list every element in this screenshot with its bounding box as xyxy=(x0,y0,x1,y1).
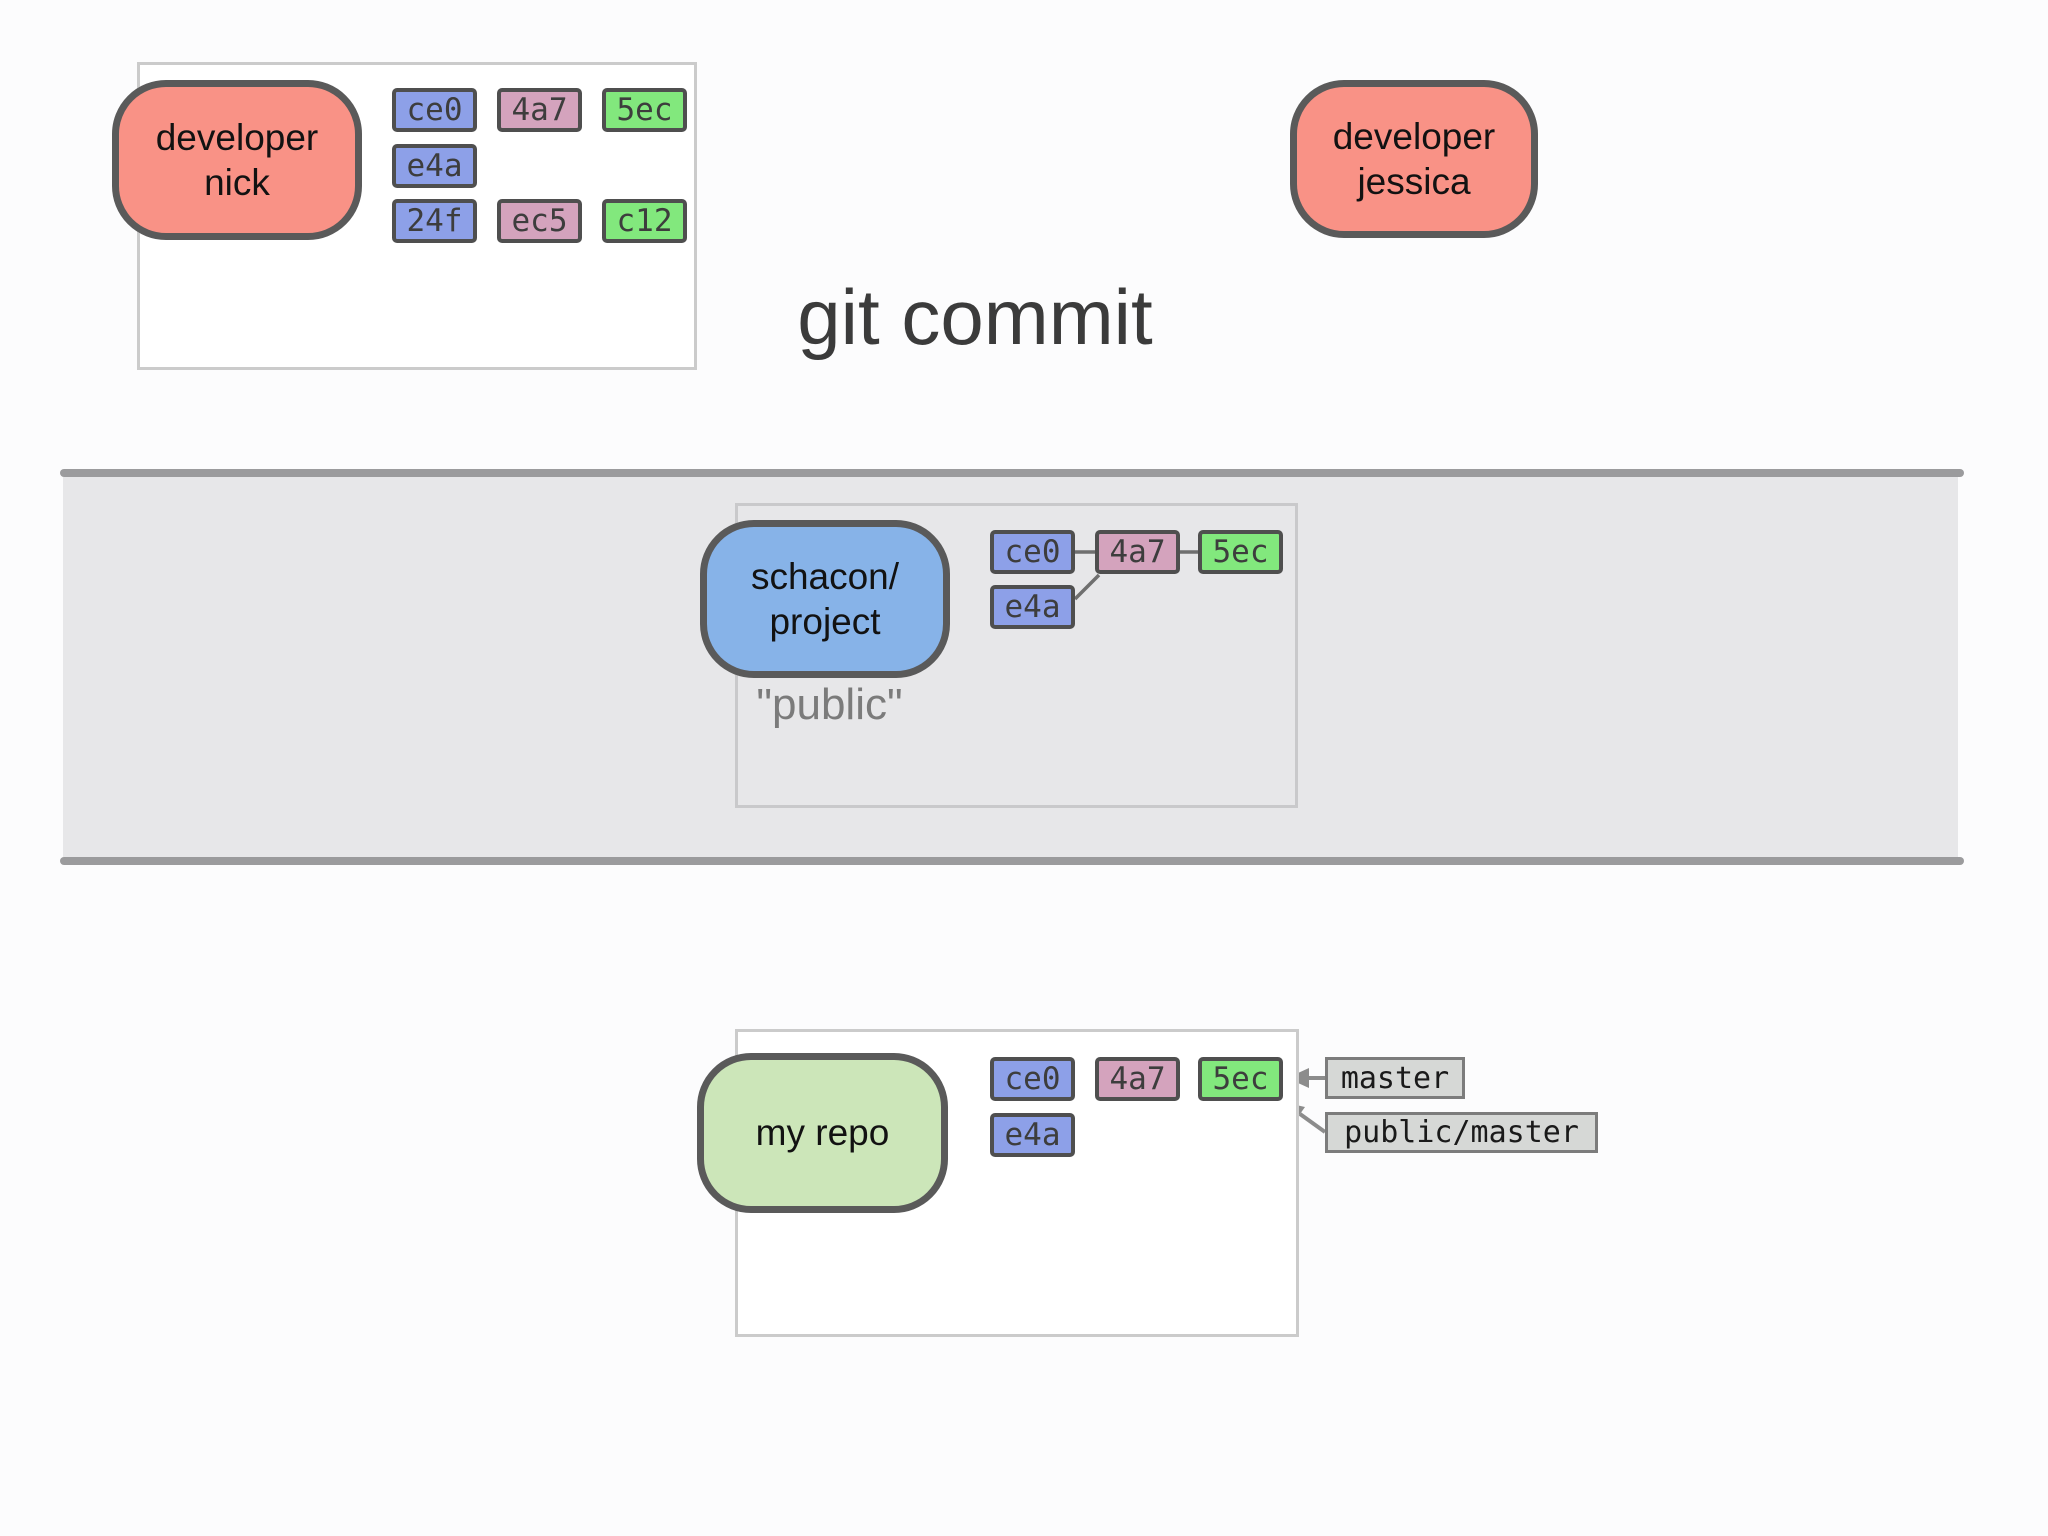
my-repo-label: my repo xyxy=(755,1112,890,1154)
public-caption: "public" xyxy=(756,680,903,729)
commit-public-4a7: 4a7 xyxy=(1095,530,1180,574)
commit-nick-4a7: 4a7 xyxy=(497,88,582,132)
ref-label-public-master: public/master xyxy=(1325,1112,1598,1153)
band-bottom-border xyxy=(60,857,1964,865)
band-top-border xyxy=(60,469,1964,477)
commit-public-e4a: e4a xyxy=(990,585,1075,629)
commit-nick-24f: 24f xyxy=(392,199,477,243)
developer-nick-label: developer nick xyxy=(155,116,319,203)
commit-local-e4a: e4a xyxy=(990,1113,1075,1157)
my-repo-pill: my repo xyxy=(697,1053,948,1213)
developer-jessica-pill: developer jessica xyxy=(1290,80,1538,238)
commit-nick-ce0: ce0 xyxy=(392,88,477,132)
commit-nick-5ec: 5ec xyxy=(602,88,687,132)
commit-nick-c12: c12 xyxy=(602,199,687,243)
commit-local-ce0: ce0 xyxy=(990,1057,1075,1101)
commit-local-4a7: 4a7 xyxy=(1095,1057,1180,1101)
commit-local-5ec: 5ec xyxy=(1198,1057,1283,1101)
schacon-project-label: schacon/ project xyxy=(750,555,900,642)
commit-nick-ec5: ec5 xyxy=(497,199,582,243)
developer-nick-pill: developer nick xyxy=(112,80,362,240)
commit-nick-e4a: e4a xyxy=(392,144,477,188)
commit-public-5ec: 5ec xyxy=(1198,530,1283,574)
commit-public-ce0: ce0 xyxy=(990,530,1075,574)
page-title: git commit xyxy=(797,273,1153,361)
schacon-project-pill: schacon/ project xyxy=(700,520,950,678)
ref-label-master: master xyxy=(1325,1057,1465,1099)
developer-jessica-label: developer jessica xyxy=(1332,115,1496,202)
